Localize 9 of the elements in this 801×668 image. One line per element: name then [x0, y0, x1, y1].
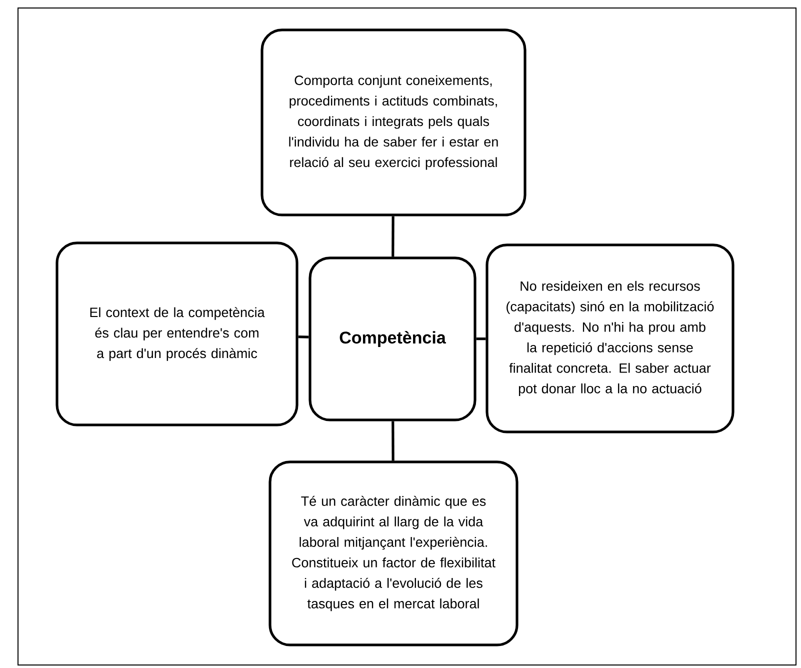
connector-line	[298, 336, 309, 338]
connector-line	[476, 337, 486, 340]
text-box: Té un caràcter dinàmic que es va adquirint al llarg de la vida laboral mitjançant l'experiència. Constitueix un factor de flexibilitat i adaptació a l'evolució de les tasques en el mercat laboral	[268, 460, 518, 646]
text-box: No resideixen en els recursos (capacitats) sinó en la mobilització d'aquests. No n'hi ha prou amb la repetició d'accions sense finalitat concreta. El saber actuar pot donar lloc a la no actuació	[486, 244, 734, 434]
text-box: Comporta conjunt coneixements, procediments i actituds combinats, coordinats i integrats pels quals l'individu ha de saber fer i estar en relació al seu exercici professional	[260, 28, 526, 216]
connector-line	[392, 216, 394, 257]
text-box: El context de la competència és clau per entendre's com a part d'un procés dinàmic	[56, 242, 298, 426]
connector-line	[392, 421, 394, 461]
central-box: Competència	[308, 256, 476, 422]
